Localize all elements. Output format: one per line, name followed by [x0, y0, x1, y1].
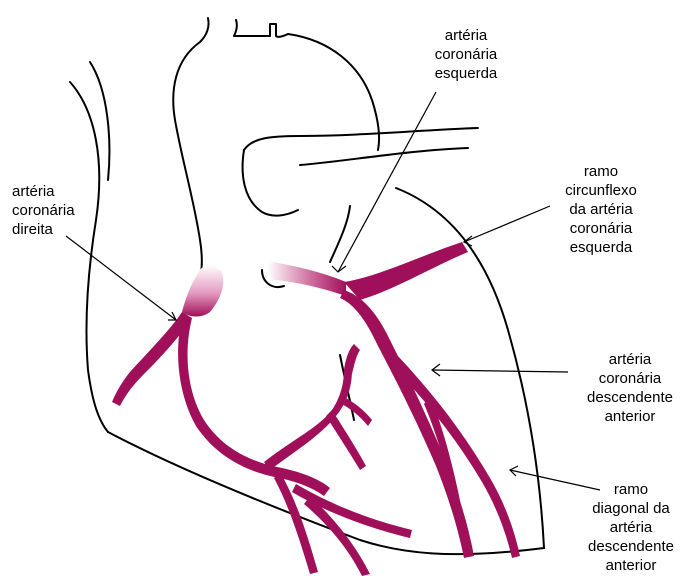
label-line: direita: [12, 220, 112, 239]
label-line: anterior: [572, 556, 690, 575]
label-line: artéria: [412, 26, 520, 45]
atrial-appendage: [330, 206, 350, 262]
label-line: esquerda: [412, 64, 520, 83]
pulmonary-branch: [300, 148, 468, 165]
inferior-vessel-f: [292, 484, 412, 538]
left-coronary-origin: [268, 262, 346, 296]
circumflex-artery: [344, 242, 468, 300]
label-right-coronary: artéria coronária direita: [12, 182, 112, 239]
label-line: da artéria: [546, 200, 656, 219]
label-diagonal-branch: ramo diagonal da artéria descendente ant…: [572, 480, 690, 575]
label-line: ramo: [546, 162, 656, 181]
label-line: coronária: [546, 219, 656, 238]
label-line: anterior: [572, 407, 688, 426]
label-line: coronária: [12, 201, 112, 220]
label-line: artéria: [572, 350, 688, 369]
label-line: circunflexo: [546, 181, 656, 200]
label-line: ramo: [572, 480, 690, 499]
coronary-vessels: [112, 242, 520, 576]
inferior-vessel-a: [264, 370, 352, 470]
aorta-top-left: [200, 18, 209, 42]
label-line: descendente: [572, 388, 688, 407]
arrow-circumflex: [464, 206, 550, 242]
label-line: diagonal da: [572, 499, 690, 518]
inferior-vessel-b: [344, 344, 360, 374]
arrow-anterior-descending: [432, 370, 568, 372]
label-line: artéria: [12, 182, 112, 201]
pulmonary-lower: [243, 150, 298, 216]
arrow-left-coronary: [338, 92, 436, 272]
inferior-vessel-c: [326, 410, 366, 470]
label-anterior-descending: artéria coronária descendente anterior: [572, 350, 688, 426]
arrow-circumflex-head: [464, 236, 472, 246]
label-line: esquerda: [546, 238, 656, 257]
right-heart-border: [70, 82, 108, 432]
label-line: coronária: [572, 369, 688, 388]
label-left-coronary: artéria coronária esquerda: [412, 26, 520, 83]
aorta-top-rim: [234, 20, 288, 37]
inferior-vessel-d: [338, 396, 372, 426]
arrow-right-coronary-head: [168, 312, 176, 320]
aorta-right-wall: [288, 34, 379, 150]
arrow-right-coronary: [66, 236, 176, 320]
label-circumflex: ramo circunflexo da artéria coronária es…: [546, 162, 656, 257]
label-line: artéria: [572, 518, 690, 537]
label-line: descendente: [572, 537, 690, 556]
heart-outline: [70, 18, 544, 554]
rca-marginal: [178, 318, 330, 496]
right-coronary-origin: [182, 265, 223, 317]
aorta-arch: [173, 42, 202, 280]
label-line: coronária: [412, 45, 520, 64]
left-ventricle-border: [396, 188, 544, 548]
pulmonary-trunk: [244, 128, 478, 150]
